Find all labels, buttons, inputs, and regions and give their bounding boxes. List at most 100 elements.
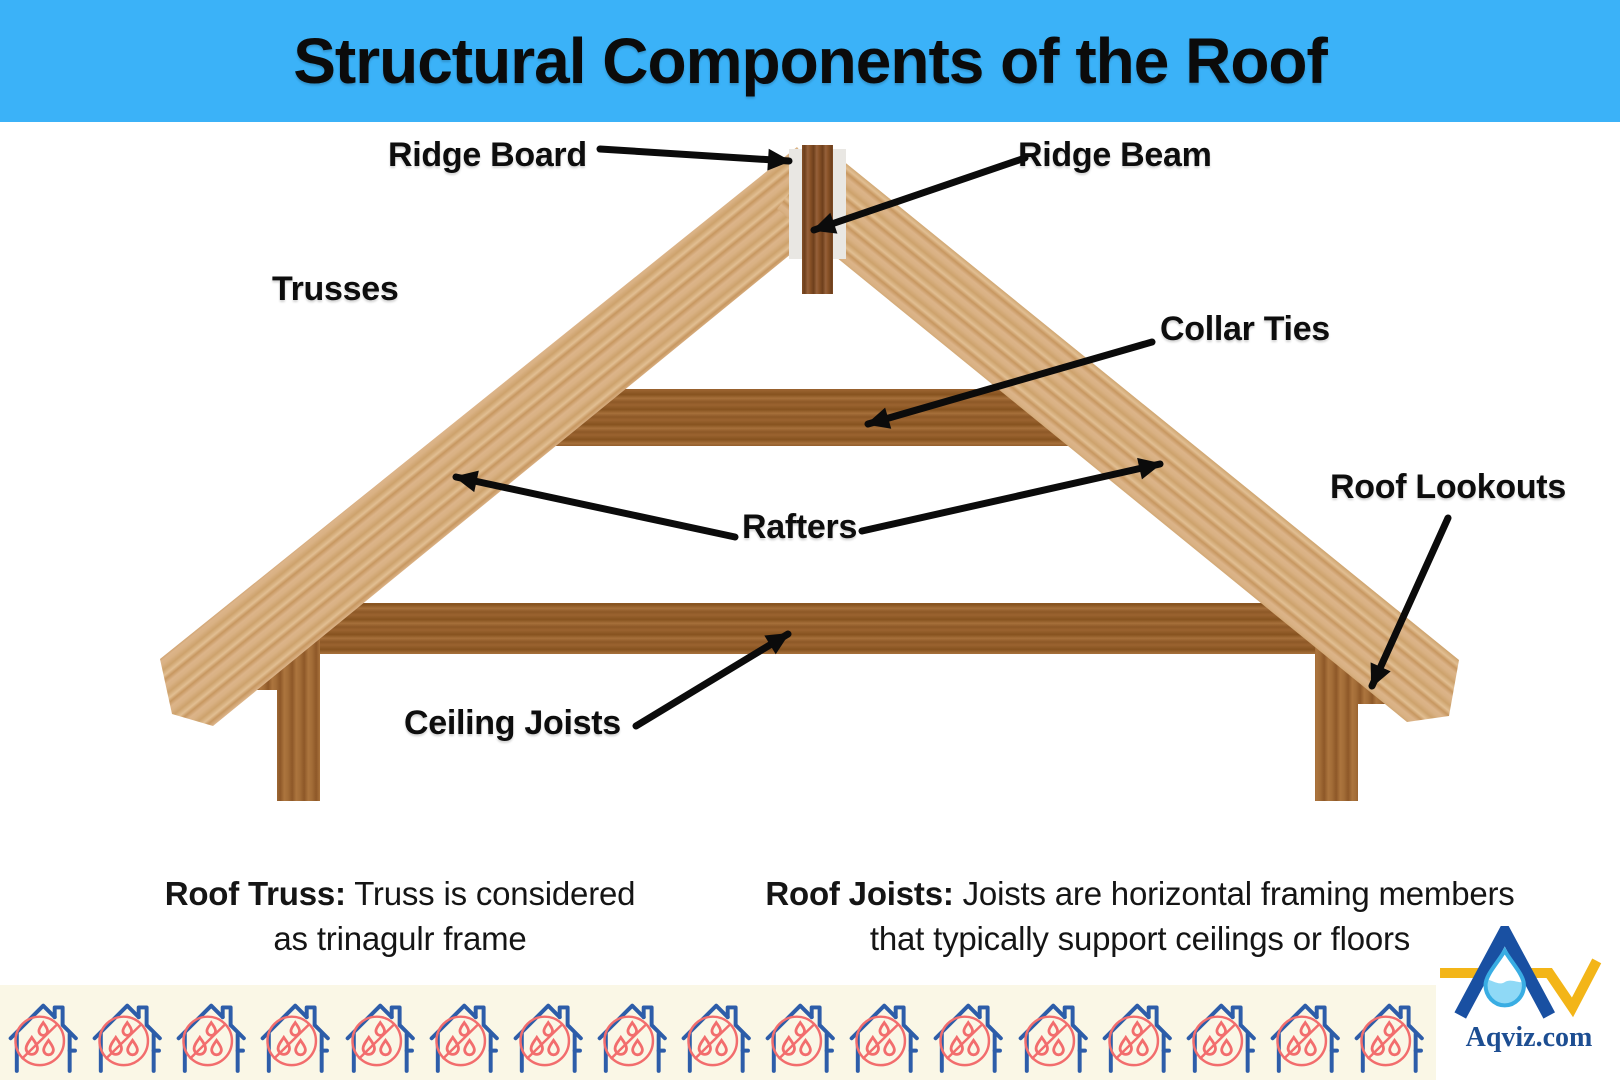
logo-text: Aqviz.com <box>1465 1022 1593 1053</box>
water-drop-right <box>296 1040 306 1054</box>
caption-roof-joists: Roof Joists: Joists are horizontal frami… <box>690 872 1590 962</box>
water-drop-right <box>1221 1040 1231 1054</box>
no-water-circle <box>350 1014 402 1066</box>
house-no-water-icon <box>1186 1003 1256 1073</box>
house-roof-left <box>1354 1003 1403 1040</box>
water-drop-right <box>128 1040 138 1054</box>
water-drop-top <box>207 1022 216 1035</box>
house-no-water-icon <box>261 1003 331 1073</box>
house-no-water-icon <box>345 1003 415 1073</box>
left-rafter-beam <box>160 147 846 726</box>
water-drop-right <box>1137 1040 1147 1054</box>
caption-roof-truss-term: Roof Truss: <box>164 875 346 912</box>
house-no-water-icon <box>429 1003 499 1073</box>
house-no-water-icon <box>934 1003 1004 1073</box>
label-collar-ties: Collar Ties <box>1160 310 1330 348</box>
house-chimney <box>220 1004 247 1040</box>
no-water-circle <box>771 1014 823 1066</box>
aqviz-logo: Aqviz.com <box>1438 926 1620 1080</box>
house-roof-left <box>513 1003 562 1040</box>
water-drop-right <box>44 1040 54 1054</box>
no-water-circle <box>687 1014 739 1066</box>
caption-roof-joists-term: Roof Joists: <box>765 875 954 912</box>
no-water-circle <box>603 1014 655 1066</box>
caption-roof-truss-text2: as trinagulr frame <box>273 919 527 957</box>
no-water-circle <box>266 1014 318 1066</box>
house-chimney <box>52 1004 78 1040</box>
title-banner: Structural Components of the Roof <box>0 0 1620 122</box>
house-no-water-icon <box>8 1003 78 1073</box>
water-drop-left <box>615 1037 626 1054</box>
house-no-water-icon <box>176 1003 247 1073</box>
water-drop-top <box>628 1022 637 1035</box>
water-drop-left <box>26 1037 37 1054</box>
no-water-circle <box>519 1014 570 1066</box>
roof-lookouts-arrow <box>1368 514 1452 690</box>
ridge-beam-arrow <box>810 154 1029 234</box>
water-drop-left <box>867 1037 878 1054</box>
house-no-water-icon <box>1354 1003 1424 1073</box>
water-drop-top <box>123 1022 132 1035</box>
collar-ties-arrow <box>864 338 1156 429</box>
house-chimney <box>1314 1004 1340 1040</box>
house-roof-left <box>597 1003 646 1040</box>
page-title: Structural Components of the Roof <box>293 25 1328 97</box>
water-drop-left <box>194 1037 205 1054</box>
caption-roof-truss: Roof Truss: Truss is considered as trina… <box>100 872 700 962</box>
logo-drop-outline <box>1483 946 1526 1008</box>
house-chimney <box>1230 1004 1256 1040</box>
house-roof-left <box>176 1003 225 1040</box>
house-pattern-strip <box>0 985 1436 1080</box>
water-drop-top <box>1048 1022 1057 1035</box>
water-drop-left <box>699 1037 710 1054</box>
water-drop-left <box>783 1037 794 1054</box>
water-drop-top <box>964 1022 973 1035</box>
water-drop-left <box>1204 1037 1215 1054</box>
water-drop-left <box>951 1037 962 1054</box>
water-drop-right <box>801 1040 811 1054</box>
house-chimney <box>809 1004 835 1040</box>
aqviz-logo-mark <box>1440 926 1602 1019</box>
rafters-left-arrow <box>452 470 739 541</box>
house-roof-left <box>1102 1003 1151 1040</box>
house-roof-left <box>261 1003 310 1040</box>
water-drop-top <box>544 1022 553 1035</box>
house-roof-left <box>849 1003 898 1040</box>
house-chimney <box>978 1004 1004 1040</box>
water-drop-top <box>796 1022 805 1035</box>
water-drop-right <box>969 1040 979 1054</box>
no-water-circle <box>182 1014 234 1066</box>
house-chimney <box>389 1004 415 1040</box>
house-roof-left <box>92 1003 141 1040</box>
water-drop-top <box>712 1022 721 1035</box>
house-chimney <box>893 1004 920 1040</box>
house-no-water-icon <box>1018 1003 1088 1073</box>
logo-blue-a <box>1454 926 1556 1019</box>
label-ridge-beam: Ridge Beam <box>1018 136 1212 174</box>
water-drop-left <box>110 1037 121 1054</box>
water-drop-right <box>548 1040 558 1054</box>
house-no-water-icon <box>513 1003 583 1073</box>
water-drop-right <box>1053 1040 1063 1054</box>
label-rafters: Rafters <box>742 508 858 546</box>
water-drop-left <box>447 1037 458 1054</box>
house-chimney <box>725 1004 751 1040</box>
house-no-water-icon <box>1270 1003 1340 1073</box>
no-water-circle <box>1107 1014 1159 1066</box>
house-roof-left <box>429 1003 478 1040</box>
rafters-right-arrow <box>858 457 1164 535</box>
water-drop-left <box>363 1037 374 1054</box>
water-drop-left <box>531 1037 542 1054</box>
house-no-water-icon <box>1102 1003 1172 1073</box>
water-drop-left <box>1372 1037 1383 1054</box>
water-drop-left <box>1120 1037 1131 1054</box>
house-no-water-icon <box>765 1003 835 1073</box>
house-chimney <box>641 1004 667 1040</box>
house-roof-left <box>345 1003 394 1040</box>
house-chimney <box>473 1004 499 1040</box>
house-roof-left <box>1186 1003 1235 1040</box>
house-roof-left <box>1270 1003 1319 1040</box>
no-water-circle <box>98 1014 150 1066</box>
house-chimney <box>1398 1004 1424 1040</box>
